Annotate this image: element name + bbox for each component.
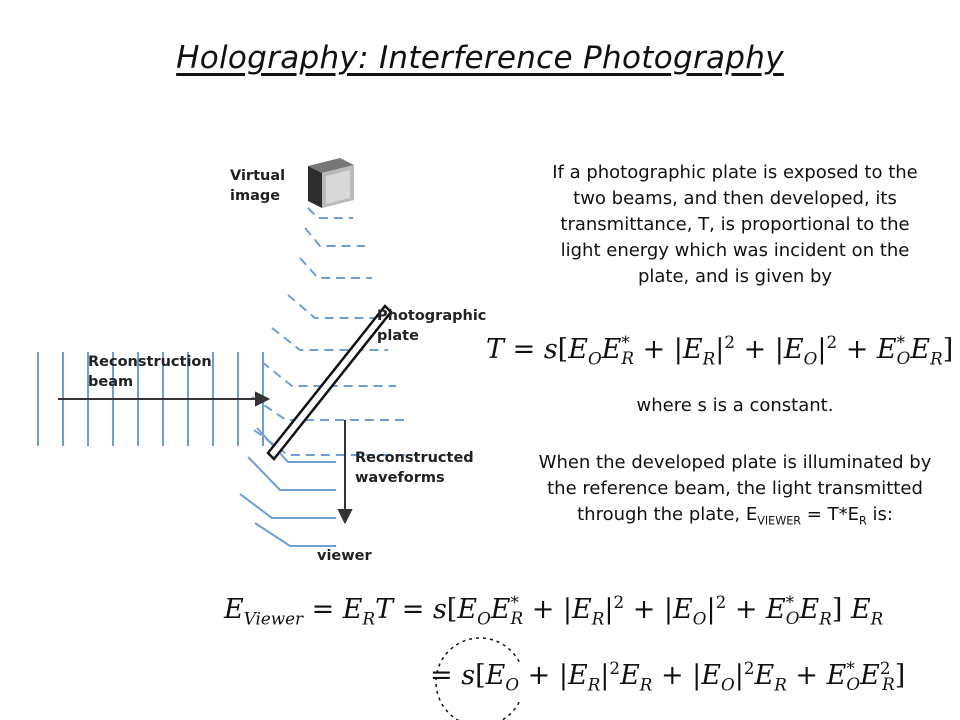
e-r-subscript: R	[858, 514, 867, 528]
illumination-text: When the developed plate is illuminated …	[538, 452, 932, 525]
e-viewer-subscript: VIEWER	[757, 514, 802, 528]
virtual-image-label: Virtual image	[230, 166, 285, 206]
virtual-image-label-line1: Virtual	[230, 168, 286, 184]
photographic-plate	[266, 304, 393, 461]
photographic-plate-label-line1: Photographic	[377, 308, 487, 324]
constant-note: where s is a constant.	[636, 395, 834, 416]
reconstructed-waveforms-label: Reconstructed waveforms	[355, 448, 474, 488]
reconstructed-wavefronts	[239, 427, 336, 547]
viewer-label: viewer	[317, 548, 372, 564]
viewer-arrow	[337, 420, 353, 525]
reconstructed-waveforms-label-line2: waveforms	[355, 470, 445, 486]
photographic-plate-label-line2: plate	[377, 328, 419, 344]
is-text: is:	[866, 504, 893, 525]
reconstruction-beam-arrow	[58, 391, 271, 407]
slide-title: Holography: Interference Photography	[176, 40, 784, 76]
virtual-image-dashed-wavefronts	[251, 207, 412, 456]
intro-paragraph: If a photographic plate is exposed to th…	[552, 162, 918, 287]
reconstructed-waveforms-label-line1: Reconstructed	[355, 450, 474, 466]
photographic-plate-label: Photographic plate	[377, 306, 486, 346]
reconstruction-beam-label: Reconstruction beam	[88, 352, 212, 392]
reconstruction-beam-label-line1: Reconstruction	[88, 354, 212, 370]
virtual-image-label-line2: image	[230, 188, 281, 204]
viewer-equation-line1: EViewer = ERT = s[EOE*R + |ER|2 + |EO|2 …	[224, 592, 884, 629]
reconstruction-beam-label-line2: beam	[88, 374, 134, 390]
viewer-equation-line2: = s[EO + |ER|2ER + |EO|2ER + E*OE2R]	[430, 658, 906, 695]
virtual-image-cube	[308, 158, 354, 208]
holography-diagram	[37, 158, 520, 720]
t-times-er-text: = T*E	[801, 504, 859, 525]
transmittance-equation: T = s[EOE*R + |ER|2 + |EO|2 + E*OER]	[486, 332, 954, 369]
e-viewer-symbol: E	[745, 504, 758, 525]
illumination-paragraph: When the developed plate is illuminated …	[530, 450, 940, 528]
